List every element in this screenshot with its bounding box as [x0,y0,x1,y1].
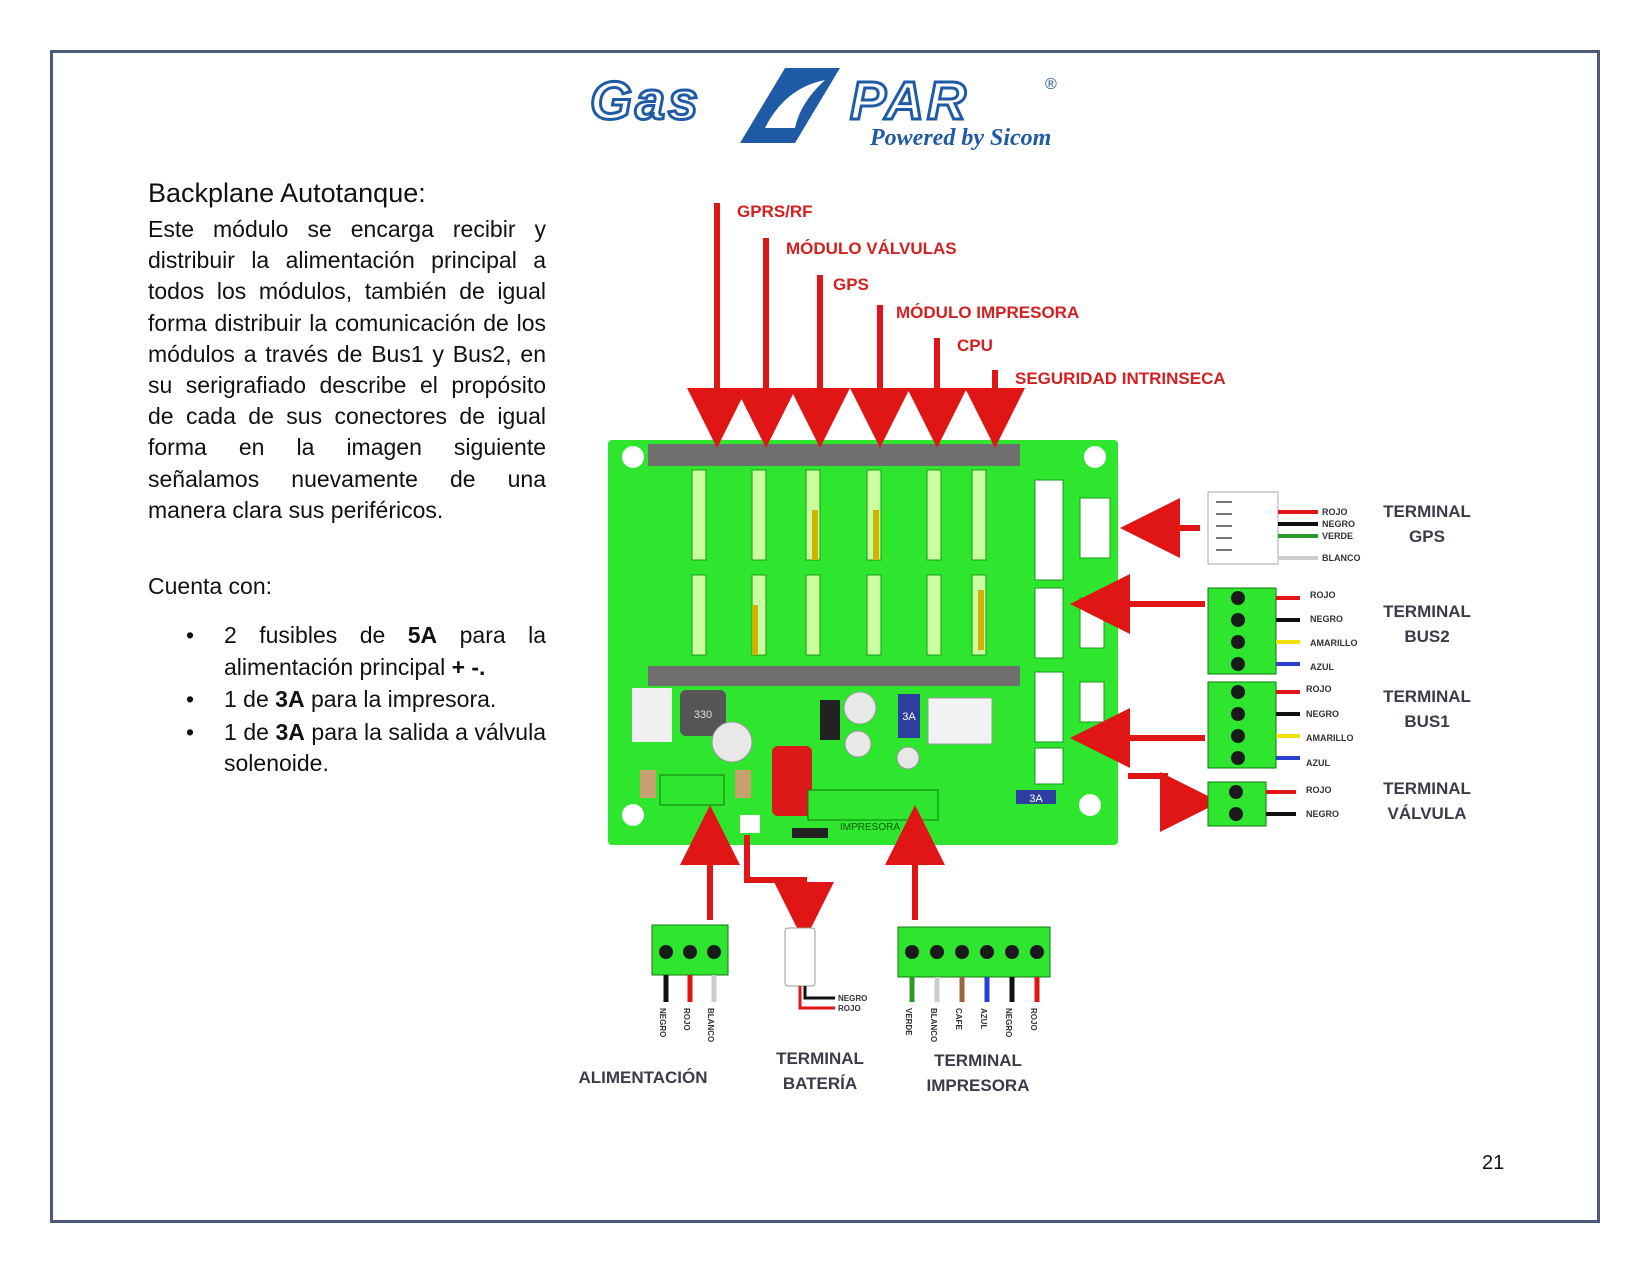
label-gprs: GPRS/RF [737,202,813,221]
svg-text:NEGRO: NEGRO [1306,709,1339,719]
terminal-bus1-title1: TERMINAL [1383,687,1471,706]
impresora-title2: IMPRESORA [927,1076,1030,1095]
board-impresora-label: IMPRESORA [840,822,900,833]
terminal-gps-title1: TERMINAL [1383,502,1471,521]
bottom-arrows [680,805,945,942]
svg-text:NEGRO: NEGRO [658,1008,667,1037]
page-frame [50,50,1600,1223]
top-arrows [687,203,1025,448]
cuenta-con-label: Cuenta con: [148,573,273,599]
logo-gas-text: Gas [588,70,702,133]
svg-text:CAFE: CAFE [954,1008,963,1030]
svg-text:NEGRO: NEGRO [1322,519,1355,529]
svg-text:NEGRO: NEGRO [1310,614,1343,624]
svg-text:AZUL: AZUL [1310,662,1334,672]
svg-text:NEGRO: NEGRO [1004,1008,1013,1037]
svg-text:AZUL: AZUL [1306,758,1330,768]
section-heading: Backplane Autotanque: [148,178,426,208]
logo-tagline: Powered by Sicom [870,125,1052,151]
bateria-title1: TERMINAL [776,1049,864,1068]
svg-text:BLANCO: BLANCO [706,1008,715,1042]
svg-text:AMARILLO: AMARILLO [1310,638,1358,648]
list-item: 1 de 3A para la impresora. [180,684,546,716]
svg-text:ROJO: ROJO [1306,785,1332,795]
svg-text:AMARILLO: AMARILLO [1306,733,1354,743]
svg-text:BLANCO: BLANCO [929,1008,938,1042]
section-paragraph: Este módulo se encarga recibir y distrib… [148,216,546,523]
bateria-title2: BATERÍA [783,1074,857,1093]
impresora-title1: TERMINAL [934,1051,1022,1070]
logo-par-text: PAR [848,70,970,133]
label-cpu: CPU [957,336,993,355]
terminal-bus1: ROJO NEGRO AMARILLO AZUL [1207,681,1354,769]
page-number: 21 [1482,1152,1505,1174]
inductor-mark: 330 [694,709,712,721]
terminal-gps: ROJO NEGRO VERDE BLANCO [1207,491,1361,565]
terminal-bus2: ROJO NEGRO AMARILLO AZUL [1207,587,1358,675]
svg-text:BLANCO: BLANCO [1322,553,1361,563]
terminal-bus1-title2: BUS1 [1404,712,1449,731]
gaspar-logo: Gas PAR ® Powered by Sicom [580,58,1070,158]
svg-text:ROJO: ROJO [1306,684,1332,694]
svg-text:VERDE: VERDE [1322,531,1353,541]
svg-text:NEGRO: NEGRO [1306,809,1339,819]
terminal-valvula-title1: TERMINAL [1383,779,1471,798]
terminal-valvula: ROJO NEGRO [1207,781,1339,827]
terminal-bus2-title1: TERMINAL [1383,602,1471,621]
terminal-impresora: VERDE BLANCO CAFE AZUL NEGRO ROJO TERMIN… [897,926,1051,1095]
svg-text:NEGRO: NEGRO [838,994,867,1003]
svg-text:ROJO: ROJO [682,1008,691,1031]
list-item: 1 de 3A para la salida a válvula solenoi… [180,717,546,780]
features-list: 2 fusibles de 5A para la alimentación pr… [180,620,546,781]
fuse-mark: 3A [1029,793,1043,805]
label-modulo-impresora: MÓDULO IMPRESORA [896,303,1079,322]
pcb-board: 330 3A 3A IMPRESORA [608,440,1118,845]
svg-text:AZUL: AZUL [979,1008,988,1029]
terminal-alimentacion: NEGRO ROJO BLANCO ALIMENTACIÓN [578,924,729,1087]
terminal-bateria: NEGRO ROJO TERMINAL BATERÍA [776,927,867,1093]
terminal-bus2-title2: BUS2 [1404,627,1449,646]
terminal-valvula-title2: VÁLVULA [1387,804,1466,823]
svg-text:ROJO: ROJO [1322,507,1348,517]
alimentacion-label: ALIMENTACIÓN [578,1068,707,1087]
svg-text:ROJO: ROJO [838,1004,861,1013]
capacitor-mark: 3A [902,711,916,723]
label-modulo-valvulas: MÓDULO VÁLVULAS [786,239,957,258]
logo-registered-mark: ® [1045,76,1057,93]
svg-text:VERDE: VERDE [904,1008,913,1036]
label-gps: GPS [833,275,869,294]
logo-flame-icon [740,68,840,143]
terminal-gps-title2: GPS [1409,527,1445,546]
svg-text:ROJO: ROJO [1029,1008,1038,1031]
list-item: 2 fusibles de 5A para la alimentación pr… [180,620,546,683]
label-seguridad: SEGURIDAD INTRINSECA [1015,369,1226,388]
svg-text:ROJO: ROJO [1310,590,1336,600]
right-arrows [1070,498,1220,832]
